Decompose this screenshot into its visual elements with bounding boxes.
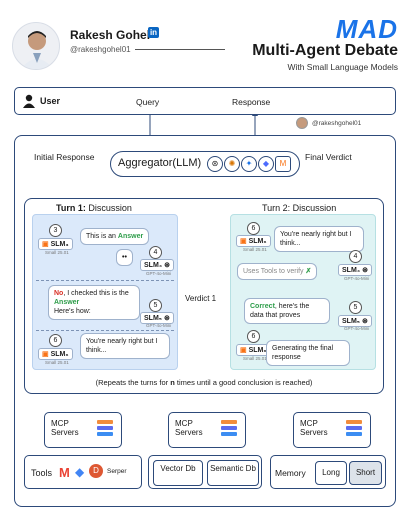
agent-4-model: SLM₄ ⊛ (140, 259, 174, 271)
tools-icon: ✗ (305, 268, 312, 275)
turn2-message-3: Correct, here's the data that proves (244, 298, 330, 324)
vector-db: Vector Db (153, 460, 203, 486)
response-label: Response (232, 97, 271, 107)
long-term-memory: Long (315, 461, 347, 485)
turn2-title: Turn 2: Discussion (262, 203, 337, 213)
agent-4-note: GPT-4o-Mini (344, 276, 370, 281)
server-stack-icon (221, 420, 237, 438)
agent-3-badge: 3 (49, 224, 62, 237)
agent-6-model: ▣ SLM₆ (38, 348, 73, 360)
agent-4-badge: 4 (349, 250, 362, 263)
user-bar (14, 87, 396, 115)
mistral-icon: M (275, 156, 291, 172)
mcp-server-memory: MCP Servers (293, 412, 371, 448)
watermark-avatar (296, 117, 308, 129)
mcp-server-db: MCP Servers (168, 412, 246, 448)
agent-3-model: ▣ SLM₃ (38, 238, 73, 250)
agent-6-badge: 6 (247, 330, 260, 343)
agent-6-note: Small 25.01 (243, 247, 267, 252)
memory-box: Memory Long Short (270, 455, 386, 489)
agent-4-model: SLM₄ ⊛ (338, 264, 372, 276)
user-label: User (40, 96, 61, 106)
agent-6-note: Small 25.01 (243, 356, 267, 361)
deepseek-icon: ◆ (258, 156, 274, 172)
tools-box: Tools M ◆ D Serper (24, 455, 142, 489)
agent-5-note: GPT-4o-Mini (146, 323, 172, 328)
page-subtitle: With Small Language Models (287, 62, 398, 72)
agent-6-model: ▣ SLM₆ (236, 344, 271, 356)
divider (36, 280, 174, 281)
agent-4-note: GPT-4o-Mini (146, 271, 172, 276)
agent-5-model: SLM₅ ⊛ (338, 315, 372, 327)
drive-icon: ◆ (75, 465, 85, 479)
aggregator-label: Aggregator(LLM) (118, 157, 202, 169)
semantic-db: Semantic Db (207, 460, 259, 486)
agent-5-badge: 5 (149, 299, 162, 312)
duckduckgo-icon: D (89, 464, 103, 478)
brand-logo: MAD (335, 14, 398, 44)
author-avatar (12, 22, 60, 70)
header-divider (135, 49, 225, 50)
agent-5-model: SLM₅ ⊛ (140, 312, 174, 324)
user-icon (23, 94, 35, 108)
agent-4-badge: 4 (149, 246, 162, 259)
agent-6-note: Small 25.01 (45, 360, 69, 365)
claude-icon: ✺ (224, 156, 240, 172)
agent-6-badge: 6 (247, 222, 260, 235)
mcp-server-tools: MCP Servers (44, 412, 122, 448)
agent-5-badge: 5 (349, 301, 362, 314)
author-handle: @rakeshgohel01 (70, 45, 131, 54)
gemini-icon: ✦ (241, 156, 257, 172)
agent-6-model: ▣ SLM₆ (236, 235, 271, 247)
turn2-message-4: Generating the final response (266, 340, 350, 366)
page-title: Multi-Agent Debate (252, 42, 398, 59)
turn1-message-1: This is an Answer (80, 228, 150, 245)
server-stack-icon (97, 420, 113, 438)
turn1-title: Turn 1: Discussion (56, 203, 132, 213)
verdict-label: Verdict 1 (185, 294, 217, 303)
typing-dots: •• (116, 249, 133, 266)
divider (36, 330, 174, 331)
serper-icon: Serper (107, 468, 127, 475)
turn1-message-3: You're nearly right but I think... (80, 333, 170, 359)
database-box: Vector Db Semantic Db (148, 455, 262, 489)
final-verdict-label: Final Verdict (305, 152, 352, 162)
linkedin-icon[interactable]: in (148, 27, 159, 38)
turn2-message-1: You're nearly right but I think... (274, 226, 364, 252)
short-term-memory: Short (349, 461, 382, 485)
watermark-handle: @rakeshgohel01 (312, 120, 362, 127)
turn2-message-2: Uses Tools to verify ✗ (237, 263, 318, 280)
gmail-icon: M (59, 465, 70, 480)
server-stack-icon (346, 420, 362, 438)
repeat-note: (Repeats the turns for n times until a g… (95, 378, 313, 387)
agent-6-badge: 6 (49, 334, 62, 347)
author-name: Rakesh Gohel (70, 28, 151, 42)
agent-5-note: GPT-4o-Mini (344, 326, 370, 331)
openai-icon: ⊛ (207, 156, 223, 172)
query-label: Query (136, 97, 160, 107)
agent-3-note: Small 25.01 (45, 250, 69, 255)
initial-response-label: Initial Response (34, 152, 95, 162)
